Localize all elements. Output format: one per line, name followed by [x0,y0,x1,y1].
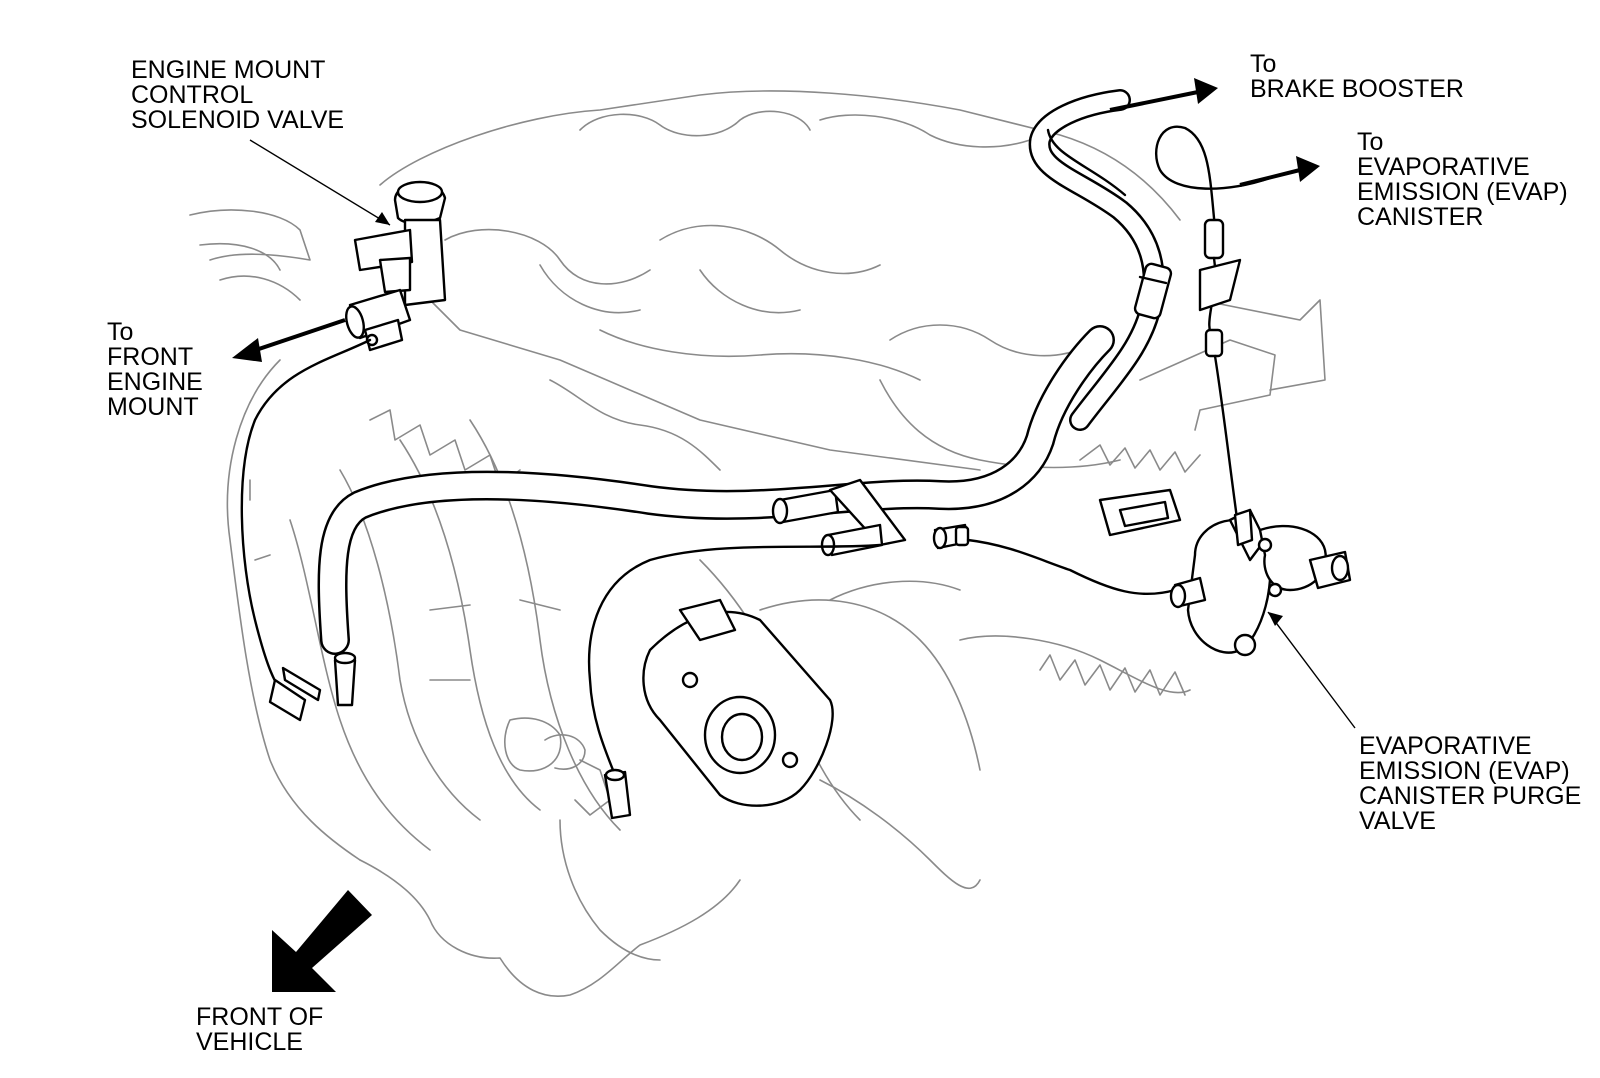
engine-mount-solenoid-label: ENGINE MOUNT CONTROL SOLENOID VALVE [131,56,345,134]
front-of-vehicle-label: FRONT OF VEHICLE [196,1003,324,1056]
evap-purge-valve-label: EVAPORATIVE EMISSION (EVAP) CANISTER PUR… [1359,732,1582,835]
center-to-throttle-hose [587,543,882,777]
center-to-purge-hose [966,538,1177,596]
brake-booster-hose [1028,89,1173,431]
engine-mount-solenoid-valve [345,180,447,352]
big-arrow-icon [272,890,372,992]
arrow-icon [232,78,1320,362]
brake-booster-label: To BRAKE BOOSTER [1250,50,1464,103]
evap-canister-hose [1155,125,1272,542]
evap-purge-valve [1098,488,1352,657]
engine-outline [189,90,1326,997]
intake-tube [317,325,1115,655]
front-engine-mount-label: To FRONT ENGINE MOUNT [107,318,203,421]
solenoid-vacuum-hose [240,338,372,702]
leader-lines [249,139,1356,729]
intake-vacuum-port-left [268,651,357,722]
throttle-port [603,768,632,820]
throttle-body [642,598,834,807]
center-fittings [771,478,970,557]
evap-canister-label: To EVAPORATIVE EMISSION (EVAP) CANISTER [1357,128,1568,231]
